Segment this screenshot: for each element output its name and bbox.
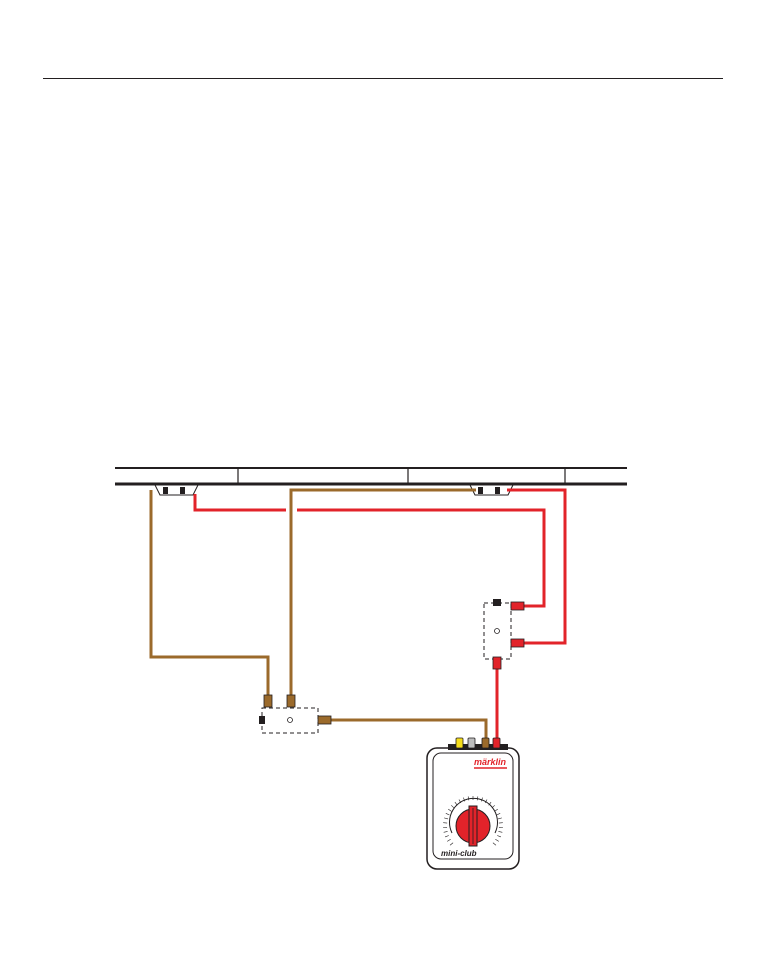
brown-wires [151,490,486,740]
model-label: mini-club [441,849,477,858]
distribution-strip-brown-icon [259,695,331,733]
feeder-clip-left-icon [155,485,198,495]
brand-label: märklin [474,757,507,767]
speed-controller-icon: märklin mini-club [427,738,519,869]
distribution-strip-red-icon [484,599,524,669]
feeder-clip-right-icon [470,485,513,495]
rail-track-icon [115,468,627,484]
